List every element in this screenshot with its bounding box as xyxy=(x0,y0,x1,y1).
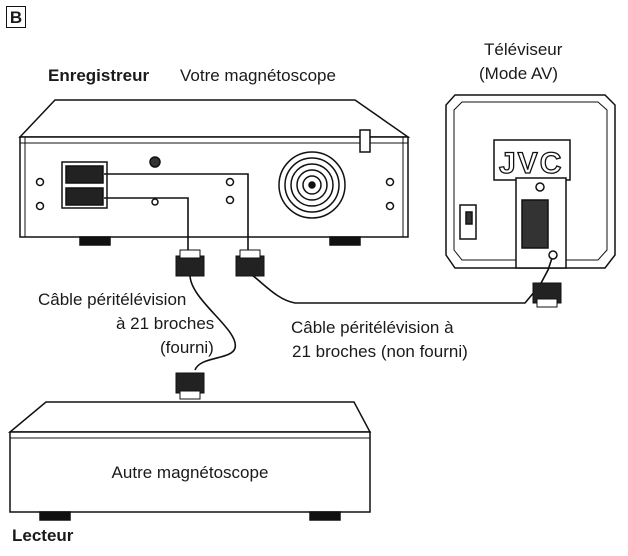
player-unit xyxy=(7,401,372,521)
figure-badge: B xyxy=(6,6,26,28)
cable-supplied-line2: à 21 broches xyxy=(116,314,215,333)
cable-not-supplied-line2: 21 broches (non fourni) xyxy=(292,342,468,361)
tv-label-line2: (Mode AV) xyxy=(479,64,559,83)
scart-plug xyxy=(175,249,205,277)
tv-brand-logo: JVC xyxy=(499,147,563,180)
recorder-unit xyxy=(18,99,411,246)
tv-unit xyxy=(445,94,616,269)
player-role-label: Lecteur xyxy=(12,526,74,545)
cable-supplied-line3: (fourni) xyxy=(160,338,214,357)
cable-supplied-line1: Câble péritélévision xyxy=(38,290,187,309)
scart-plug xyxy=(235,249,265,277)
scart-cable-supplied xyxy=(104,197,236,371)
cable-not-supplied-line1: Câble péritélévision à xyxy=(291,318,454,337)
tv-label-line1: Téléviseur xyxy=(484,40,563,59)
scart-plug xyxy=(175,372,205,400)
scart-plug xyxy=(532,282,562,308)
recorder-role-label: Enregistreur xyxy=(48,66,150,85)
player-box-label: Autre magnétoscope xyxy=(112,463,269,482)
recorder-label: Votre magnétoscope xyxy=(180,66,336,85)
